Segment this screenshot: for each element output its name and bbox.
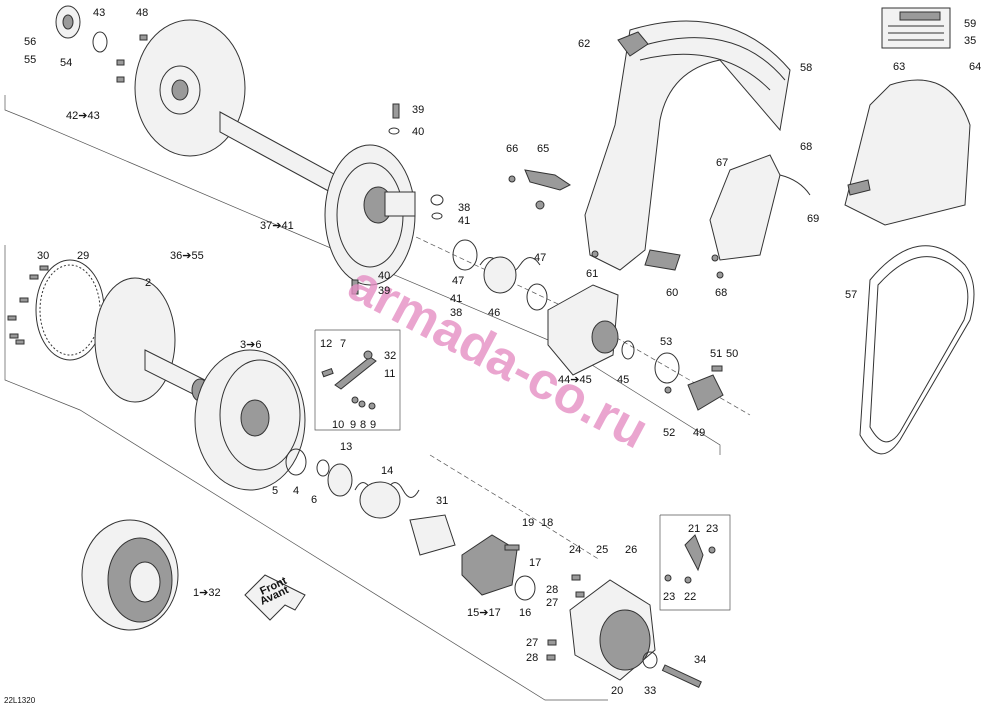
front-direction-arrow: Front Avant <box>244 574 306 621</box>
callout-17a: 17 <box>529 557 541 569</box>
callout-58: 58 <box>800 62 812 74</box>
drive-pulley-fixed-sheave <box>94 277 209 403</box>
callout-1-32: 1➔32 <box>193 587 221 599</box>
callout-33: 33 <box>644 685 656 697</box>
callout-36-55: 36➔55 <box>170 250 204 262</box>
callout-9a: 9 <box>350 419 356 431</box>
callout-2: 2 <box>145 277 151 289</box>
callout-54: 54 <box>60 57 72 69</box>
callout-57: 57 <box>845 289 857 301</box>
callout-41b: 41 <box>450 293 462 305</box>
callout-28b: 28 <box>526 652 538 664</box>
callout-23b: 23 <box>663 591 675 603</box>
callout-14: 14 <box>381 465 393 477</box>
callout-4: 4 <box>293 485 299 497</box>
callout-39a: 39 <box>412 104 424 116</box>
callout-7: 7 <box>340 338 346 350</box>
callout-19: 19 <box>522 517 534 529</box>
callout-28a: 28 <box>546 584 558 596</box>
callout-10: 10 <box>332 419 344 431</box>
callout-27b: 27 <box>526 637 538 649</box>
callout-25: 25 <box>596 544 608 556</box>
callout-38a: 38 <box>458 202 470 214</box>
callout-55: 55 <box>24 54 36 66</box>
callout-56: 56 <box>24 36 36 48</box>
driven-pulley-fixed-sheave <box>55 5 346 201</box>
callout-50: 50 <box>726 348 738 360</box>
callout-29: 29 <box>77 250 89 262</box>
callout-68b: 68 <box>715 287 727 299</box>
callout-42-43: 42➔43 <box>66 110 100 122</box>
belt-guard <box>584 20 791 271</box>
callout-35: 35 <box>964 35 976 47</box>
callout-32a: 32 <box>384 350 396 362</box>
callout-31: 31 <box>436 495 448 507</box>
governor-cup <box>546 574 702 689</box>
callout-69: 69 <box>807 213 819 225</box>
callout-30: 30 <box>37 250 49 262</box>
callout-51: 51 <box>710 348 722 360</box>
callout-63: 63 <box>893 61 905 73</box>
callout-15-17: 15➔17 <box>467 607 501 619</box>
callout-62: 62 <box>578 38 590 50</box>
callout-60: 60 <box>666 287 678 299</box>
driven-pulley-sliding-sheave <box>324 103 444 295</box>
callout-64: 64 <box>969 61 981 73</box>
callout-40b: 40 <box>378 270 390 282</box>
callout-24: 24 <box>569 544 581 556</box>
support-brackets <box>508 154 811 279</box>
callout-23a: 23 <box>706 523 718 535</box>
callout-labels: 56 55 54 43 48 42➔43 39 40 38 41 37➔41 3… <box>24 7 981 697</box>
callout-44-45: 44➔45 <box>558 374 592 386</box>
callout-26: 26 <box>625 544 637 556</box>
cam-and-spring <box>452 239 724 411</box>
drive-belt <box>859 245 975 455</box>
callout-21: 21 <box>688 523 700 535</box>
diagram-code: 22L1320 <box>4 696 36 705</box>
callout-46: 46 <box>488 307 500 319</box>
callout-5: 5 <box>272 485 278 497</box>
callout-20: 20 <box>611 685 623 697</box>
callout-41a: 41 <box>458 215 470 227</box>
callout-27a: 27 <box>546 597 558 609</box>
callout-8: 8 <box>360 419 366 431</box>
callout-37-41: 37➔41 <box>260 220 294 232</box>
callout-38b: 38 <box>450 307 462 319</box>
drive-pulley-ring-gear <box>7 259 105 361</box>
callout-43: 43 <box>93 7 105 19</box>
callout-9b: 9 <box>370 419 376 431</box>
callout-45: 45 <box>617 374 629 386</box>
callout-53: 53 <box>660 336 672 348</box>
warning-label <box>881 7 951 49</box>
callout-65: 65 <box>537 143 549 155</box>
drive-pulley-spring-and-sleeve <box>354 481 536 601</box>
callout-3-6: 3➔6 <box>240 339 261 351</box>
callout-47a: 47 <box>452 275 464 287</box>
callout-22: 22 <box>684 591 696 603</box>
callout-61: 61 <box>586 268 598 280</box>
callout-68a: 68 <box>800 141 812 153</box>
roller-arm-kit <box>321 350 716 584</box>
callout-11: 11 <box>384 368 395 380</box>
callout-6: 6 <box>311 494 317 506</box>
drive-pulley-sliding-sheave <box>194 349 353 497</box>
callout-49: 49 <box>693 427 705 439</box>
callout-12: 12 <box>320 338 332 350</box>
callout-34: 34 <box>694 654 706 666</box>
callout-67: 67 <box>716 157 728 169</box>
callout-52: 52 <box>663 427 675 439</box>
callout-39b: 39 <box>378 285 390 297</box>
side-cover <box>844 79 971 226</box>
callout-40a: 40 <box>412 126 424 138</box>
callout-59: 59 <box>964 18 976 30</box>
callout-16: 16 <box>519 607 531 619</box>
callout-18: 18 <box>541 517 553 529</box>
callout-47b: 47 <box>534 252 546 264</box>
callout-48: 48 <box>136 7 148 19</box>
drive-pulley-assembled <box>81 519 179 631</box>
callout-13: 13 <box>340 441 352 453</box>
callout-66: 66 <box>506 143 518 155</box>
